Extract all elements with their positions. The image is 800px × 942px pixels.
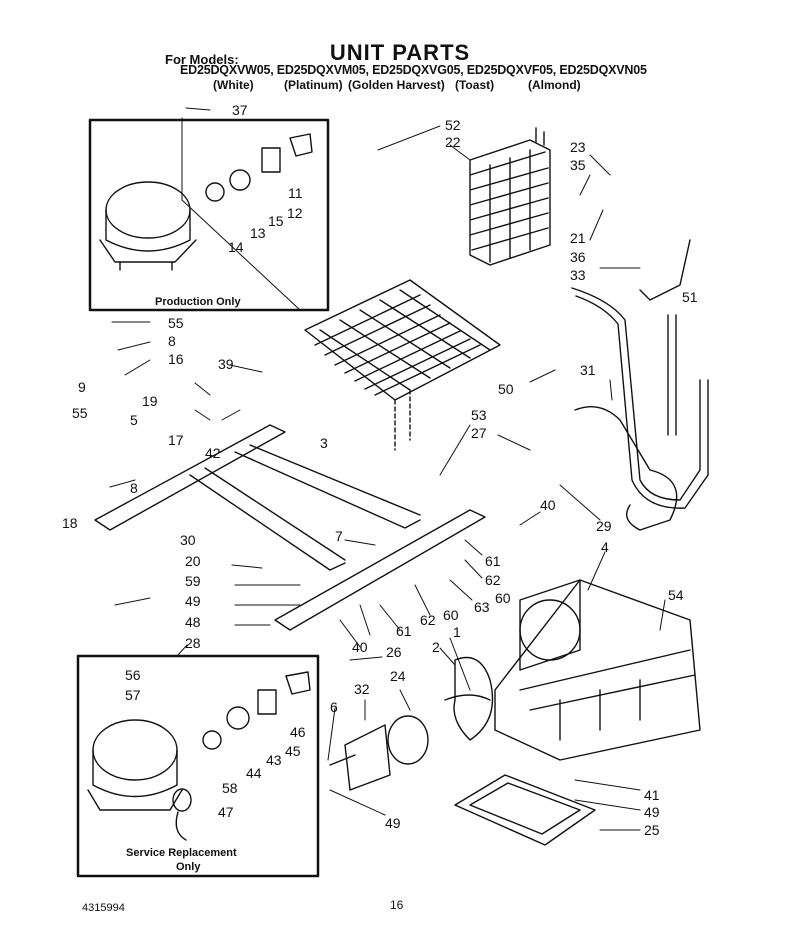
label-16: 16	[168, 351, 184, 367]
label-47: 47	[218, 804, 234, 820]
label-60a: 60	[495, 590, 511, 606]
drain-pan-icon	[454, 774, 596, 846]
label-13: 13	[250, 225, 266, 241]
label-53: 53	[471, 407, 487, 423]
label-20: 20	[185, 553, 201, 569]
label-50: 50	[498, 381, 514, 397]
overload-relay-service-icon	[172, 671, 311, 841]
leader-lines	[109, 107, 666, 831]
label-8b: 8	[130, 480, 138, 496]
label-26: 26	[386, 644, 402, 660]
color-almond: (Almond)	[528, 78, 581, 92]
label-19: 19	[142, 393, 158, 409]
label-4: 4	[601, 539, 609, 555]
machine-compartment-base-icon	[494, 579, 701, 761]
label-52: 52	[445, 117, 461, 133]
label-45: 45	[285, 743, 301, 759]
overload-relay-production-icon	[205, 133, 313, 202]
label-12: 12	[287, 205, 303, 221]
document-number: 4315994	[82, 902, 125, 914]
label-33: 33	[570, 267, 586, 283]
color-golden-harvest: (Golden Harvest)	[348, 78, 445, 92]
label-8a: 8	[168, 333, 176, 349]
label-56: 56	[125, 667, 141, 683]
label-32: 32	[354, 681, 370, 697]
color-toast: (Toast)	[455, 78, 495, 92]
label-59: 59	[185, 573, 201, 589]
production-only-caption: Production Only	[155, 296, 241, 308]
label-23: 23	[570, 139, 586, 155]
label-54: 54	[668, 587, 684, 603]
label-15: 15	[268, 213, 284, 229]
label-43: 43	[266, 752, 282, 768]
label-1: 1	[453, 624, 461, 640]
page-title: UNIT PARTS	[329, 40, 471, 65]
production-only-box: Production Only	[88, 118, 330, 312]
for-models-label: For Models:	[165, 52, 239, 67]
label-57: 57	[125, 687, 141, 703]
label-42: 42	[205, 445, 221, 461]
part-labels: 37 11 12 15 13 14 55 8 16 9 55 5 19 17 4…	[62, 102, 698, 838]
label-18: 18	[62, 515, 78, 531]
label-21: 21	[570, 230, 586, 246]
label-39: 39	[218, 356, 234, 372]
label-29: 29	[596, 518, 612, 534]
model-numbers: ED25DQXVW05, ED25DQXVM05, ED25DQXVG05, E…	[180, 63, 647, 77]
label-31: 31	[580, 362, 596, 378]
service-caption-line1: Service Replacement	[126, 847, 237, 859]
label-55b: 55	[72, 405, 88, 421]
label-36: 36	[570, 249, 586, 265]
label-14: 14	[228, 239, 244, 255]
label-40a: 40	[540, 497, 556, 513]
label-5: 5	[130, 412, 138, 428]
label-63: 63	[474, 599, 490, 615]
evaporator-coil-icon	[469, 127, 551, 266]
label-48: 48	[185, 614, 201, 630]
service-caption-line2: Only	[176, 861, 201, 873]
label-44: 44	[246, 765, 262, 781]
label-49b: 49	[385, 815, 401, 831]
label-58: 58	[222, 780, 238, 796]
label-28: 28	[185, 635, 201, 651]
label-61a: 61	[485, 553, 501, 569]
condenser-coil-icon	[304, 279, 501, 451]
condenser-fan-icon	[329, 656, 494, 791]
label-25: 25	[644, 822, 660, 838]
label-7: 7	[335, 528, 343, 544]
label-2: 2	[432, 639, 440, 655]
label-55a: 55	[168, 315, 184, 331]
label-60b: 60	[443, 607, 459, 623]
page-number: 16	[390, 898, 404, 912]
label-11: 11	[288, 185, 303, 201]
compressor-production-icon	[99, 181, 197, 271]
compressor-service-icon	[87, 719, 183, 811]
label-27: 27	[471, 425, 487, 441]
color-white: (White)	[213, 78, 254, 92]
label-22: 22	[445, 134, 461, 150]
label-6: 6	[330, 699, 338, 715]
label-49c: 49	[644, 804, 660, 820]
label-46: 46	[290, 724, 306, 740]
label-40b: 40	[352, 639, 368, 655]
label-49a: 49	[185, 593, 201, 609]
label-3: 3	[320, 435, 328, 451]
label-9: 9	[78, 379, 86, 395]
tubing-icon	[571, 239, 709, 531]
label-62a: 62	[485, 572, 501, 588]
service-replacement-box: Service Replacement Only	[76, 654, 320, 878]
label-61b: 61	[396, 623, 412, 639]
color-platinum: (Platinum)	[284, 78, 343, 92]
label-35: 35	[570, 157, 586, 173]
label-51: 51	[682, 289, 698, 305]
label-37: 37	[232, 102, 248, 118]
label-62b: 62	[420, 612, 436, 628]
label-17: 17	[168, 432, 184, 448]
base-frame-icon	[94, 424, 486, 631]
label-41: 41	[644, 787, 660, 803]
label-30: 30	[180, 532, 196, 548]
label-24: 24	[390, 668, 406, 684]
